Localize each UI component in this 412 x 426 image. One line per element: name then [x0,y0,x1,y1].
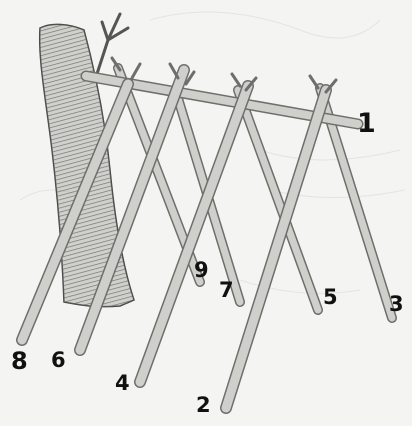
label-5: 5 [323,287,338,308]
label-1: 1 [357,110,376,137]
stick-5 [238,90,318,310]
label-3: 3 [389,294,404,315]
twig-2 [132,64,140,78]
twig-5 [232,74,240,86]
label-6: 6 [51,350,66,371]
label-7: 7 [219,280,234,301]
twig-3 [170,64,178,78]
stick-2 [226,90,326,408]
label-4: 4 [115,373,130,394]
label-9: 9 [194,260,209,281]
label-8: 8 [11,349,28,373]
twig-7 [310,76,318,88]
label-2: 2 [196,395,211,416]
